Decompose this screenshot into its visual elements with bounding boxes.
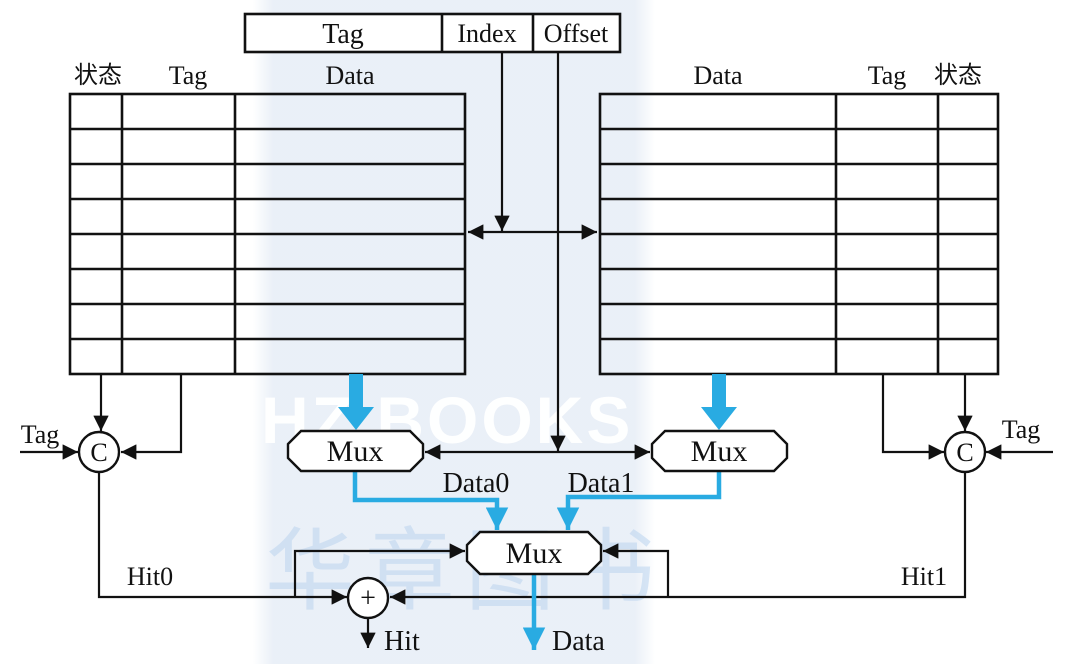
hit0-wire: [97, 472, 347, 605]
or-gate-label: +: [360, 583, 376, 614]
or-gate-shape: [346, 576, 390, 620]
data1-label: Data1: [568, 468, 635, 499]
left-comparator-shape: [77, 430, 121, 474]
left-mux-shape: [286, 429, 425, 473]
left-tag-wire: [121, 374, 183, 460]
left-tag-input-label: Tag: [21, 420, 60, 449]
address-offset-label: Offset: [544, 19, 609, 48]
left-table-status-header: 状态: [74, 62, 122, 89]
wires: [20, 52, 1053, 648]
address-index-label: Index: [457, 19, 516, 48]
right-tag-wire: [881, 374, 944, 460]
hit0-label: Hit0: [127, 562, 173, 591]
left-cache-table: [68, 92, 467, 376]
address-box: [243, 12, 622, 54]
left-table-data-header: Data: [325, 61, 375, 90]
right-mux-shape: [650, 429, 789, 473]
final-mux-label: Mux: [506, 537, 563, 570]
right-comparator-shape: [943, 430, 987, 474]
address-tag-label: Tag: [322, 19, 364, 50]
left-comparator-label: C: [90, 438, 107, 467]
hit1-select-branch: [603, 543, 670, 597]
data0-label: Data0: [443, 468, 510, 499]
right-tag-input-label: Tag: [1002, 415, 1041, 444]
left-data-thick-arrow: [338, 374, 374, 430]
cyan-wires: [352, 471, 722, 650]
data1-wire: [556, 471, 722, 530]
hit1-wire: [390, 472, 967, 605]
data-block-arrows: [338, 374, 737, 430]
right-table-data-header: Data: [693, 61, 743, 90]
data-output-label: Data: [552, 626, 605, 657]
right-data-thick-arrow: [701, 374, 737, 430]
left-mux-label: Mux: [327, 435, 384, 468]
right-mux-label: Mux: [691, 435, 748, 468]
data0-wire: [352, 471, 509, 530]
right-cache-table: [598, 92, 1000, 376]
hit0-select-branch: [293, 543, 465, 597]
right-table-tag-header: Tag: [868, 61, 907, 90]
mux-blocks: [286, 429, 789, 576]
hit1-label: Hit1: [901, 562, 947, 591]
right-table-status-header: 状态: [934, 62, 982, 89]
left-table-tag-header: Tag: [169, 61, 208, 90]
comparators: [77, 430, 987, 474]
final-mux-shape: [465, 530, 603, 576]
hit-output-label: Hit: [384, 626, 420, 657]
right-comparator-label: C: [956, 438, 973, 467]
